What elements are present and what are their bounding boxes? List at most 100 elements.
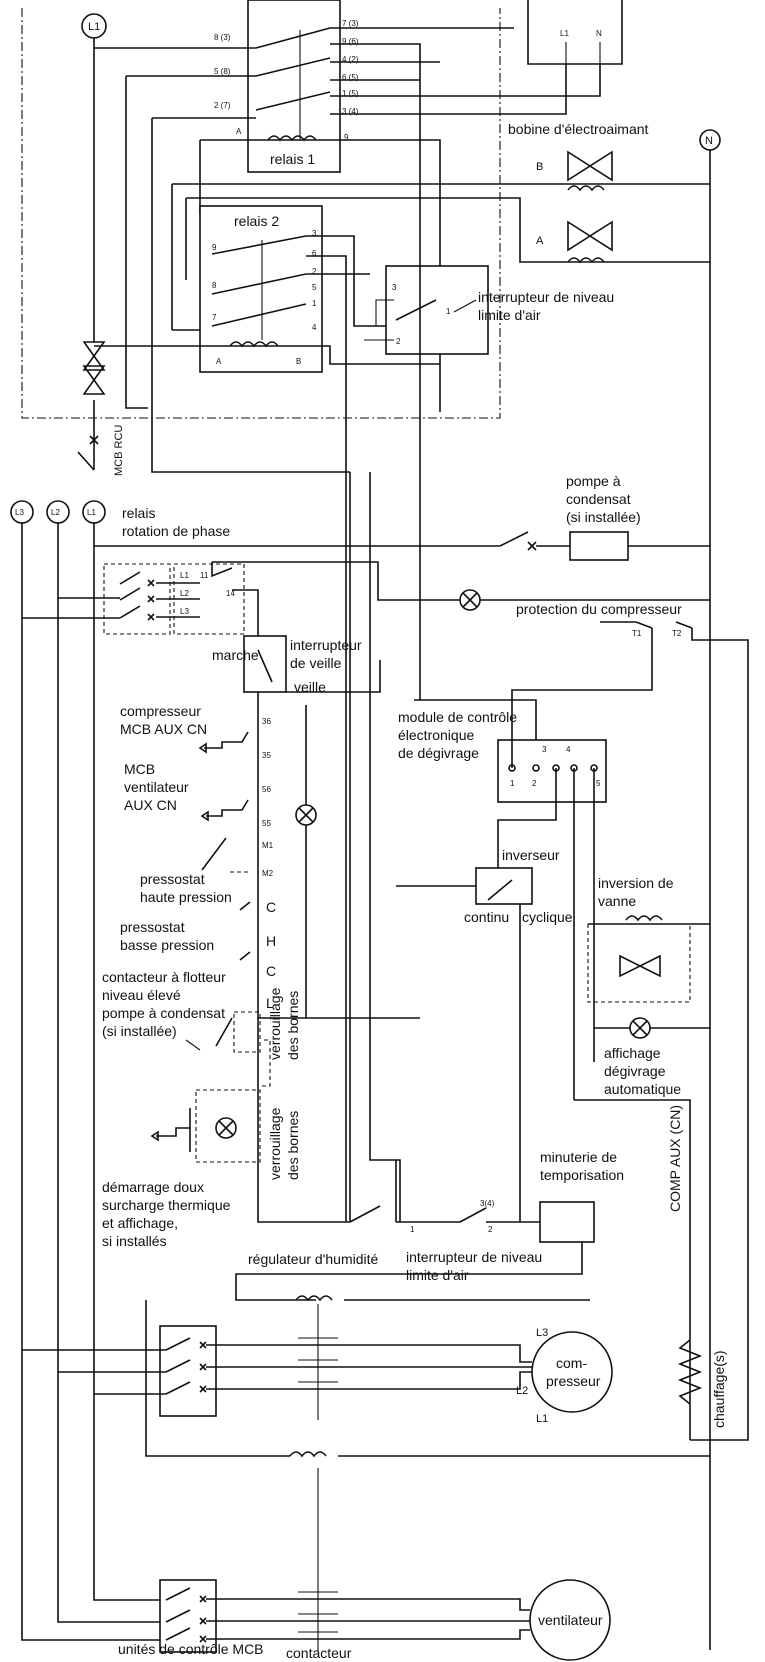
r2-term-9: 9	[212, 243, 217, 252]
mcb-rcu-switch	[77, 451, 95, 471]
r2-term-b: B	[296, 357, 301, 366]
mod-term-5: 5	[596, 779, 601, 788]
interlock-label-1: verrouillage	[267, 987, 283, 1060]
humidity-regulator-switch[interactable]	[349, 1205, 381, 1223]
pr-14: 14	[226, 589, 235, 598]
pr-11: 11	[200, 571, 209, 580]
relay-1-label: relais 1	[270, 151, 315, 167]
reversing-valve-icon	[619, 954, 661, 978]
r1-term-9: 9 (6)	[342, 37, 359, 46]
r2-term-8: 8	[212, 281, 217, 290]
soft-start-label-2: surcharge thermique	[102, 1197, 231, 1213]
solenoid-b-label: B	[536, 161, 543, 173]
veille-label: veille	[294, 679, 326, 695]
alb-label-1: interrupteur de niveau	[406, 1249, 542, 1265]
comp-mcb-label-1: compresseur	[120, 703, 201, 719]
interlock-label-4: des bornes	[285, 1111, 301, 1180]
compressor-label-2: presseur	[546, 1373, 601, 1389]
term-56: 56	[262, 785, 271, 794]
r2-term-7: 7	[212, 313, 217, 322]
vent-mcb-label-1: MCB	[124, 761, 155, 777]
air-level-switch-top	[385, 265, 489, 355]
float-switch-box	[233, 1011, 261, 1053]
module-label-1: module de contrôle	[398, 709, 517, 725]
n-label: N	[705, 135, 713, 147]
compressor-label-1: com-	[556, 1355, 587, 1371]
solenoid-a-icon	[567, 220, 613, 264]
soft-start-label-4: si installés	[102, 1233, 167, 1249]
supply-l1: L1	[560, 29, 569, 38]
comp-aux-label: COMP AUX (CN)	[667, 1105, 683, 1212]
r1-term-4: 4 (2)	[342, 55, 359, 64]
r2-term-2: 2	[312, 267, 317, 276]
alb-term-1: 1	[410, 1225, 415, 1234]
mod-term-3: 3	[542, 745, 547, 754]
timer-label-1: minuterie de	[540, 1149, 617, 1165]
phase-relay-label-2: rotation de phase	[122, 523, 230, 539]
mcb-units-label: unités de contrôle MCB	[118, 1641, 264, 1657]
humidity-label: régulateur d'humidité	[248, 1251, 379, 1267]
valve-label-2: vanne	[598, 893, 636, 909]
phase-relay-label-1: relais	[122, 505, 155, 521]
compressor-contactor	[290, 1295, 590, 1420]
marche-label: marche	[212, 647, 259, 663]
float-label-1: contacteur à flotteur	[102, 969, 226, 985]
als-term-1: 1	[446, 307, 451, 316]
interlock-label-3: verrouillage	[267, 1107, 283, 1180]
r2-term-1: 1	[312, 299, 317, 308]
cp-t2: T2	[672, 629, 682, 638]
cyclique-label: cyclique	[522, 909, 573, 925]
cp-t1: T1	[632, 629, 642, 638]
l1-label: L1	[87, 508, 96, 517]
solenoid-a-label: A	[536, 235, 544, 247]
soft-start-box	[195, 1089, 261, 1163]
fan-motor	[529, 1579, 611, 1661]
defrost-display-label-2: dégivrage	[604, 1063, 666, 1079]
r2-term-a: A	[216, 357, 222, 366]
air-level-switch-bottom[interactable]	[459, 1207, 487, 1223]
comp-mcb-label-2: MCB AUX CN	[120, 721, 207, 737]
r1-term-3: 3 (4)	[342, 107, 359, 116]
defrost-module-box	[497, 739, 607, 803]
module-label-3: de dégivrage	[398, 745, 479, 761]
r2-term-3: 3	[312, 229, 317, 238]
soft-start-label-3: et affichage,	[102, 1215, 178, 1231]
mcb-rcu-label: MCB RCU	[113, 425, 125, 476]
heater-icon	[677, 1339, 703, 1405]
pr-l1: L1	[180, 571, 189, 580]
r1-term-8: 8 (3)	[214, 33, 231, 42]
heater-label: chauffage(s)	[711, 1350, 727, 1428]
term-m1: M1	[262, 841, 274, 850]
contactor-label: contacteur	[286, 1645, 352, 1661]
bp-label-2: basse pression	[120, 937, 214, 953]
r2-term-4: 4	[312, 323, 317, 332]
standby-label-2: de veille	[290, 655, 342, 671]
bp-label-1: pressostat	[120, 919, 185, 935]
float-label-2: niveau élevé	[102, 987, 181, 1003]
r1-term-6: 6 (5)	[342, 73, 359, 82]
vent-mcb-label-3: AUX CN	[124, 797, 177, 813]
valve-label-1: inversion de	[598, 875, 674, 891]
defrost-display-label-3: automatique	[604, 1081, 681, 1097]
fan-label: ventilateur	[538, 1612, 603, 1628]
mod-term-4: 4	[566, 745, 571, 754]
solenoid-b-icon	[567, 150, 613, 192]
r1-term-5: 5 (8)	[214, 67, 231, 76]
fan-mcb-box	[159, 1579, 217, 1653]
pump-label-2: condensat	[566, 491, 631, 507]
pr-l3: L3	[180, 607, 189, 616]
comp-l1: L1	[536, 1413, 548, 1425]
standby-switch[interactable]	[243, 635, 287, 693]
r1-term-2: 2 (7)	[214, 101, 231, 110]
alb-term-34: 3(4)	[480, 1199, 495, 1208]
term-35a: 35	[262, 751, 271, 760]
mod-term-2: 2	[532, 779, 537, 788]
pump-label-3: (si installée)	[566, 509, 641, 525]
inverter-label: inverseur	[502, 847, 560, 863]
r1-term-1: 1 (5)	[342, 89, 359, 98]
supply-box	[527, 0, 623, 65]
relay-1-box	[247, 0, 341, 173]
relay-2-box	[199, 205, 323, 373]
term-c2: C	[266, 963, 276, 979]
